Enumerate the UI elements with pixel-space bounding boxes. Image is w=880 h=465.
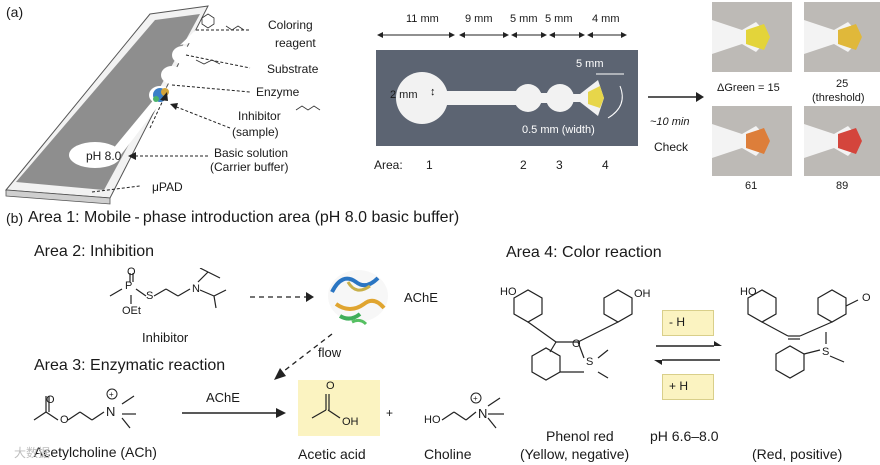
area2-heading: Area 2: Inhibition: [34, 243, 155, 260]
panel-b-label: (b): [6, 210, 24, 226]
phenol-red-red-structure: [747, 289, 859, 379]
threshold-label: (threshold): [812, 92, 865, 104]
acetic-acid-structure: [311, 394, 341, 419]
reaction-ache-label: AChE: [206, 390, 240, 405]
ach-atom-o-carbonyl: O: [46, 394, 55, 406]
dim-11mm: 11 mm: [406, 13, 439, 25]
minus-h-label: - H: [669, 315, 685, 329]
ph-range-label: pH 6.6–8.0: [650, 428, 719, 444]
delta-green-25: 25: [836, 78, 849, 90]
dim-2mm-arrow: ↕: [430, 86, 436, 98]
choline-atom-n: N: [478, 406, 488, 421]
plus-sign: +: [386, 406, 394, 420]
sample-label: (sample): [232, 125, 279, 139]
area-number-2: 2: [520, 158, 527, 172]
dim-9mm: 9 mm: [465, 13, 493, 25]
area-label: Area:: [374, 158, 403, 172]
area1-heading: Area 1: Mobile - phase introduction area…: [28, 209, 460, 226]
result-photo-25: [804, 2, 880, 72]
inhibitor-label-b: Inhibitor: [142, 330, 189, 345]
plus-h-box: + H: [662, 374, 714, 400]
dim-5mm-b: 5 mm: [545, 13, 573, 25]
panel-a-label: (a): [6, 4, 24, 20]
phenol-atom-oh: OH: [634, 288, 651, 300]
inhibitor-atom-o: O: [127, 266, 136, 278]
svg-text:+: +: [473, 394, 478, 403]
red-positive-label: (Red, positive): [752, 446, 843, 462]
ach-atom-o-ester: O: [60, 414, 69, 426]
ache-label: AChE: [404, 290, 438, 305]
dim-5mm-a: 5 mm: [510, 13, 538, 25]
plus-h-label: + H: [669, 379, 689, 393]
red-form-atom-s: S: [822, 346, 830, 358]
dim-width: 0.5 mm (width): [522, 124, 595, 136]
ach-atom-n: N: [106, 404, 116, 419]
inhibitor-structure: [109, 268, 227, 309]
coloring-reagent-label-1: Coloring: [268, 18, 313, 32]
equilibrium-arrows: [654, 341, 722, 365]
channel-photo: [376, 50, 638, 146]
area-number-4: 4: [602, 158, 609, 172]
substrate-label: Substrate: [267, 62, 319, 76]
acetic-atom-oh: OH: [342, 416, 359, 428]
acetic-acid-highlight: [298, 380, 380, 436]
basic-solution-label: Basic solution: [214, 146, 289, 160]
watermark: 大数据: [14, 446, 51, 460]
area-number-3: 3: [556, 158, 563, 172]
svg-text:+: +: [109, 390, 114, 399]
inhibitor-atom-p: P: [125, 280, 133, 292]
dimension-arrows: [377, 32, 627, 38]
delta-green-15: ΔGreen = 15: [717, 82, 780, 94]
phenol-red-label: Phenol red: [546, 428, 614, 444]
delta-green-89: 89: [836, 180, 849, 192]
choline-structure: +: [441, 392, 504, 429]
choline-atom-ho: HO: [424, 414, 441, 426]
dim-2mm: 2 mm: [390, 89, 418, 101]
result-photo-15: [712, 2, 792, 72]
dim-4mm: 4 mm: [592, 13, 620, 25]
delta-green-61: 61: [745, 180, 758, 192]
red-form-atom-o: O: [862, 292, 871, 304]
result-photo-61: [712, 106, 792, 176]
inhibitor-atom-s: S: [146, 290, 154, 302]
acetylcholine-structure: +: [33, 388, 136, 429]
yellow-negative-label: (Yellow, negative): [520, 446, 630, 462]
flow-arrow: [274, 333, 333, 380]
phenol-atom-o: O: [572, 338, 581, 350]
phenol-atom-ho: HO: [500, 286, 517, 298]
inhibitor-atom-oet: OEt: [122, 305, 141, 317]
process-arrow: [648, 92, 704, 102]
time-label: ~10 min: [650, 116, 690, 128]
red-form-atom-ho: HO: [740, 286, 757, 298]
coloring-reagent-label-2: reagent: [275, 36, 316, 50]
ache-protein-image: [328, 270, 388, 326]
dim-5mm-tip: 5 mm: [576, 58, 604, 70]
area3-heading: Area 3: Enzymatic reaction: [34, 357, 226, 374]
area-number-1: 1: [426, 158, 433, 172]
carrier-buffer-label: (Carrier buffer): [210, 160, 289, 174]
choline-label: Choline: [424, 446, 472, 462]
enzyme-label: Enzyme: [256, 85, 300, 99]
area4-heading: Area 4: Color reaction: [506, 244, 662, 261]
acetic-atom-o: O: [326, 380, 335, 392]
ph-8-label: pH 8.0: [86, 149, 122, 163]
inhibitor-atom-n: N: [192, 283, 200, 295]
check-label: Check: [654, 140, 689, 154]
acetic-acid-label: Acetic acid: [298, 446, 366, 462]
upad-label: μPAD: [152, 180, 183, 194]
flow-label: flow: [318, 345, 342, 360]
upad-device-sketch: [5, 5, 321, 205]
inhibitor-label: Inhibitor: [238, 109, 281, 123]
phenol-atom-s: S: [586, 356, 594, 368]
phenol-red-yellow-structure: [513, 289, 633, 381]
result-photo-89: [804, 106, 880, 176]
reaction-arrow: [182, 408, 286, 418]
acetylcholine-label: Acetylcholine (ACh): [34, 444, 157, 460]
inhibition-arrow: [250, 292, 314, 302]
minus-h-box: - H: [662, 310, 714, 336]
